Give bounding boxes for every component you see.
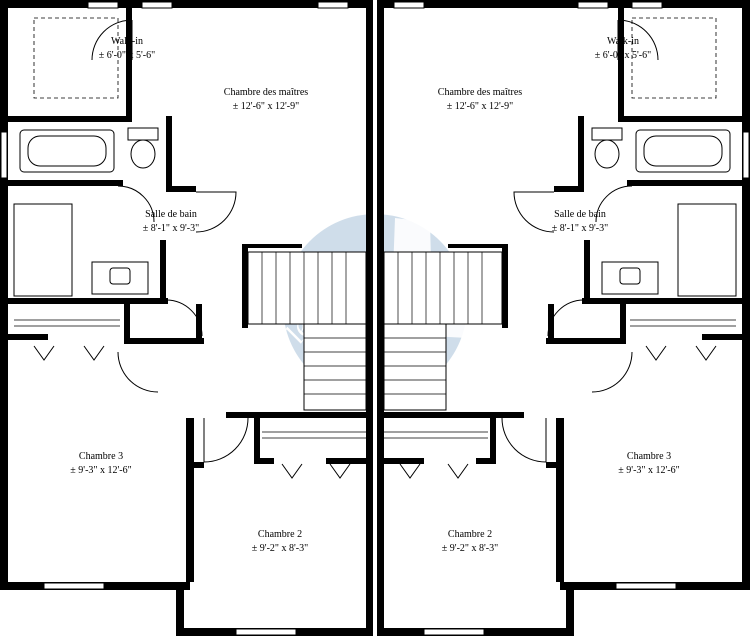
bed2-name: Chambre 2 <box>448 529 492 540</box>
master-dims: ± 12'-6" x 12'-9" <box>447 101 513 112</box>
bath-name: Salle de bain <box>554 209 606 220</box>
doors <box>91 19 659 463</box>
master-name: Chambre des maîtres <box>438 87 523 98</box>
bath-fixtures-right <box>591 127 737 297</box>
interior-walls-left <box>8 8 366 582</box>
bed2-dims: ± 9'-2" x 8'-3" <box>442 543 498 554</box>
bed2-dims: ± 9'-2" x 8'-3" <box>252 543 308 554</box>
master-dims: ± 12'-6" x 12'-9" <box>233 101 299 112</box>
closet-lines <box>14 17 736 479</box>
bath-fixtures-left <box>13 127 159 297</box>
walkin-name: Walk-in <box>111 36 143 47</box>
walkin-dims: ± 6'-0" x 5'-6" <box>99 50 155 61</box>
room-labels-left: Walk-in ± 6'-0" x 5'-6" Chambre des maît… <box>70 36 308 554</box>
bed3-name: Chambre 3 <box>79 451 123 462</box>
master-name: Chambre des maîtres <box>224 87 309 98</box>
bed2-name: Chambre 2 <box>258 529 302 540</box>
walkin-name: Walk-in <box>607 36 639 47</box>
bed3-name: Chambre 3 <box>627 451 671 462</box>
bath-dims: ± 8'-1" x 9'-3" <box>552 223 608 234</box>
bath-dims: ± 8'-1" x 9'-3" <box>143 223 199 234</box>
walkin-dims: ± 6'-0" x 5'-6" <box>595 50 651 61</box>
bath-name: Salle de bain <box>145 209 197 220</box>
bed3-dims: ± 9'-3" x 12'-6" <box>618 465 679 476</box>
interior-walls-right <box>384 8 742 582</box>
stairs <box>242 244 508 411</box>
room-labels-right: Walk-in ± 6'-0" x 5'-6" Chambre des maît… <box>438 36 680 554</box>
bed3-dims: ± 9'-3" x 12'-6" <box>70 465 131 476</box>
